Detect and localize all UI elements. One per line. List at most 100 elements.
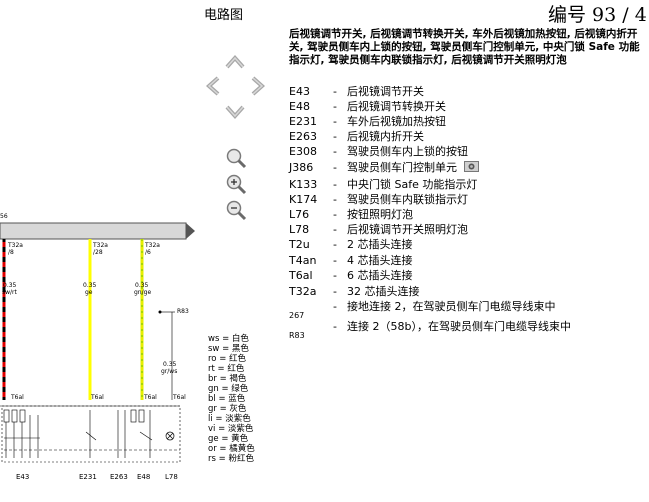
arrow-left-icon[interactable] <box>203 75 225 97</box>
legend-code: E48 <box>289 100 310 113</box>
legend-row: L78-后视镜调节开关照明灯泡 <box>289 223 468 236</box>
legend-text: 连接 2（58b），在驾驶员侧车门电缆导线束中 <box>347 320 571 333</box>
bus-bar <box>0 222 187 240</box>
legend-text: 后视镜调节开关照明灯泡 <box>347 223 468 236</box>
legend-code: L78 <box>289 223 310 236</box>
color-code-entry: gn = 绿色 <box>208 384 249 394</box>
legend-text: 驾驶员侧车门控制单元 <box>347 161 457 174</box>
plug-label: T6al <box>11 394 24 401</box>
legend-text: 后视镜调节开关 <box>347 85 424 98</box>
legend-text: 接地连接 2，在驾驶员侧车门电缆导线束中 <box>347 300 556 313</box>
wire-color: gn/ge <box>134 289 152 296</box>
color-code-entry: sw = 黑色 <box>208 344 249 354</box>
color-code-entry: ro = 红色 <box>208 354 247 364</box>
legend-row: K174-驾驶员侧车内联锁指示灯 <box>289 193 468 206</box>
lamp-icon <box>165 431 175 441</box>
legend-row: R83-连接 2（58b），在驾驶员侧车门电缆导线束中 <box>289 320 571 340</box>
circuit-diagram <box>0 222 195 463</box>
connector-label: T32a <box>145 242 160 249</box>
legend-text: 2 芯插头连接 <box>347 238 413 251</box>
legend-row: E263-后视镜内折开关 <box>289 130 424 143</box>
pin-label: /6 <box>145 249 151 256</box>
plug-label: T6al <box>144 394 157 401</box>
wire-size: 0.35 <box>163 361 177 368</box>
component-description: 后视镜调节开关, 后视镜调节转换开关, 车外后视镜加热按钮, 后视镜内折开关, … <box>289 28 640 66</box>
legend-row: E308-驾驶员侧车内上锁的按钮 <box>289 145 468 158</box>
color-code-entry: ge = 黄色 <box>208 434 249 444</box>
arrow-up-icon[interactable] <box>224 52 246 74</box>
legend-text: 驾驶员侧车内联锁指示灯 <box>347 193 468 206</box>
legend-code: T2u <box>289 238 310 251</box>
legend-code: J386 <box>289 161 314 174</box>
legend-text: 车外后视镜加热按钮 <box>347 115 446 128</box>
component-label: L78 <box>165 473 178 481</box>
zoom-icon[interactable] <box>225 147 247 169</box>
color-code-entry: li = 淡紫色 <box>208 414 251 424</box>
legend-row: T4an-4 芯插头连接 <box>289 254 413 267</box>
component-label: E231 <box>79 473 97 481</box>
component-label: E263 <box>110 473 128 481</box>
color-code-entry: ws = 白色 <box>208 334 249 344</box>
component-label: E48 <box>137 473 151 481</box>
legend-code: T32a <box>289 285 317 298</box>
color-code-entry: vi = 淡紫色 <box>208 424 254 434</box>
legend-text: 按钮照明灯泡 <box>347 208 413 221</box>
wire-color: gr/ws <box>161 368 178 375</box>
legend-code: R83 <box>289 331 305 340</box>
legend-text: 中央门锁 Safe 功能指示灯 <box>347 178 478 191</box>
zoom-out-icon[interactable] <box>225 199 247 221</box>
bus-arrow-icon <box>186 223 195 239</box>
legend-row: T32a-32 芯插头连接 <box>289 285 420 298</box>
legend-row: T2u-2 芯插头连接 <box>289 238 413 251</box>
legend-code: E308 <box>289 145 317 158</box>
legend-code: K174 <box>289 193 318 206</box>
legend-text: 驾驶员侧车内上锁的按钮 <box>347 145 468 158</box>
legend-row: E43-后视镜调节开关 <box>289 85 424 98</box>
legend-row: 267-接地连接 2，在驾驶员侧车门电缆导线束中 <box>289 300 556 320</box>
legend-text: 4 芯插头连接 <box>347 254 413 267</box>
color-code-entry: rt = 红色 <box>208 364 245 374</box>
connector-label: T32a <box>8 242 23 249</box>
connector-label: T32a <box>93 242 108 249</box>
legend-row: J386-驾驶员侧车门控制单元 <box>289 159 479 174</box>
legend-row: E48-后视镜调节转换开关 <box>289 100 446 113</box>
legend-code: T6al <box>289 269 313 282</box>
legend-text: 后视镜内折开关 <box>347 130 424 143</box>
zoom-in-icon[interactable] <box>225 173 247 195</box>
color-code-entry: br = 褐色 <box>208 374 247 384</box>
legend-text: 32 芯插头连接 <box>347 285 420 298</box>
legend-text: 后视镜调节转换开关 <box>347 100 446 113</box>
legend-code: E263 <box>289 130 317 143</box>
legend-row: K133-中央门锁 Safe 功能指示灯 <box>289 178 478 191</box>
bus-label: 56 <box>0 213 8 220</box>
pin-label: /28 <box>93 249 103 256</box>
app-title: 电路图 <box>204 8 244 23</box>
wire-color: sw/rt <box>2 289 17 296</box>
plug-label: T6al <box>173 394 186 401</box>
legend-code: 267 <box>289 311 305 320</box>
component-box <box>1 405 181 463</box>
wire-size: 0.35 <box>83 282 97 289</box>
wire-color: ge <box>85 289 93 296</box>
ref-label: R83 <box>177 308 189 315</box>
component-label: E43 <box>16 473 30 481</box>
page-number: 编号 93 / 4 <box>548 4 647 26</box>
legend-row: L76-按钮照明灯泡 <box>289 208 413 221</box>
color-code-entry: or = 橘黄色 <box>208 444 255 454</box>
legend-row: E231-车外后视镜加热按钮 <box>289 115 446 128</box>
camera-icon[interactable] <box>463 161 479 172</box>
wire-size: 0.35 <box>3 282 17 289</box>
legend-code: T4an <box>289 254 317 267</box>
plug-label: T6al <box>91 394 104 401</box>
color-code-entry: bl = 蓝色 <box>208 394 246 404</box>
color-code-entry: rs = 粉红色 <box>208 454 254 464</box>
arrow-down-icon[interactable] <box>224 100 246 122</box>
legend-code: K133 <box>289 178 318 191</box>
arrow-right-icon[interactable] <box>246 75 268 97</box>
legend-code: E231 <box>289 115 317 128</box>
legend-code: E43 <box>289 85 310 98</box>
legend-code: L76 <box>289 208 310 221</box>
legend-text: 6 芯插头连接 <box>347 269 413 282</box>
wire-size: 0.35 <box>135 282 149 289</box>
color-code-entry: gr = 灰色 <box>208 404 247 414</box>
